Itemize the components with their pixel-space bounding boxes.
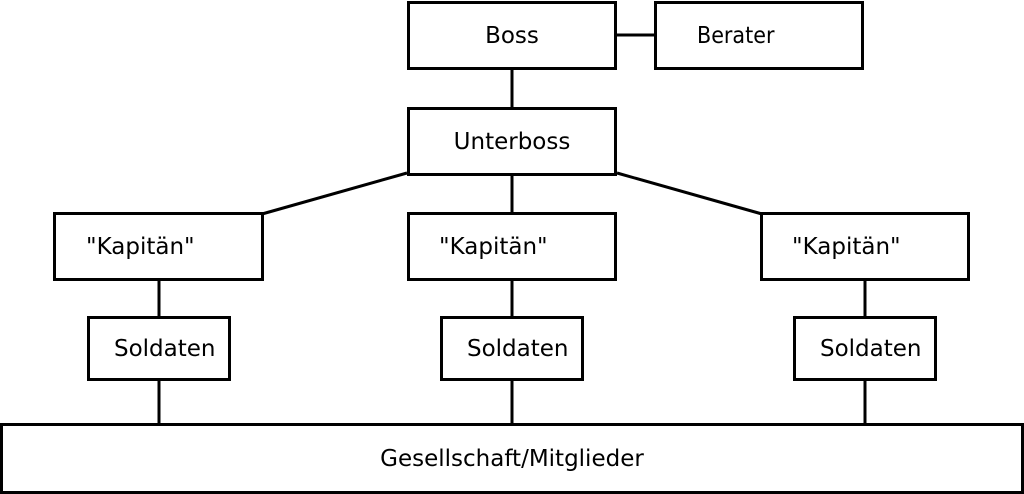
node-kapitaen-right: "Kapitän" [760, 212, 970, 281]
node-boss-label: Boss [485, 22, 539, 49]
node-soldaten-center: Soldaten [440, 316, 584, 381]
node-gesellschaft-label: Gesellschaft/Mitglieder [380, 445, 644, 472]
node-gesellschaft: Gesellschaft/Mitglieder [0, 423, 1024, 494]
connector-unterboss-kapitaen-1 [261, 171, 408, 216]
node-soldaten-right: Soldaten [793, 316, 937, 381]
node-berater: Berater [654, 1, 864, 70]
node-unterboss-label: Unterboss [453, 128, 571, 155]
node-berater-label: Berater [697, 22, 775, 49]
node-soldaten-left: Soldaten [87, 316, 231, 381]
connector-unterboss-kapitaen-3 [616, 171, 763, 216]
node-kapitaen-left-label: "Kapitän" [86, 233, 195, 260]
node-kapitaen-left: "Kapitän" [53, 212, 264, 281]
node-soldaten-right-label: Soldaten [820, 335, 922, 362]
node-kapitaen-center: "Kapitän" [407, 212, 617, 281]
node-unterboss: Unterboss [407, 107, 617, 176]
node-soldaten-left-label: Soldaten [114, 335, 216, 362]
node-kapitaen-right-label: "Kapitän" [792, 233, 901, 260]
node-boss: Boss [407, 1, 617, 70]
node-soldaten-center-label: Soldaten [467, 335, 569, 362]
node-kapitaen-center-label: "Kapitän" [439, 233, 548, 260]
